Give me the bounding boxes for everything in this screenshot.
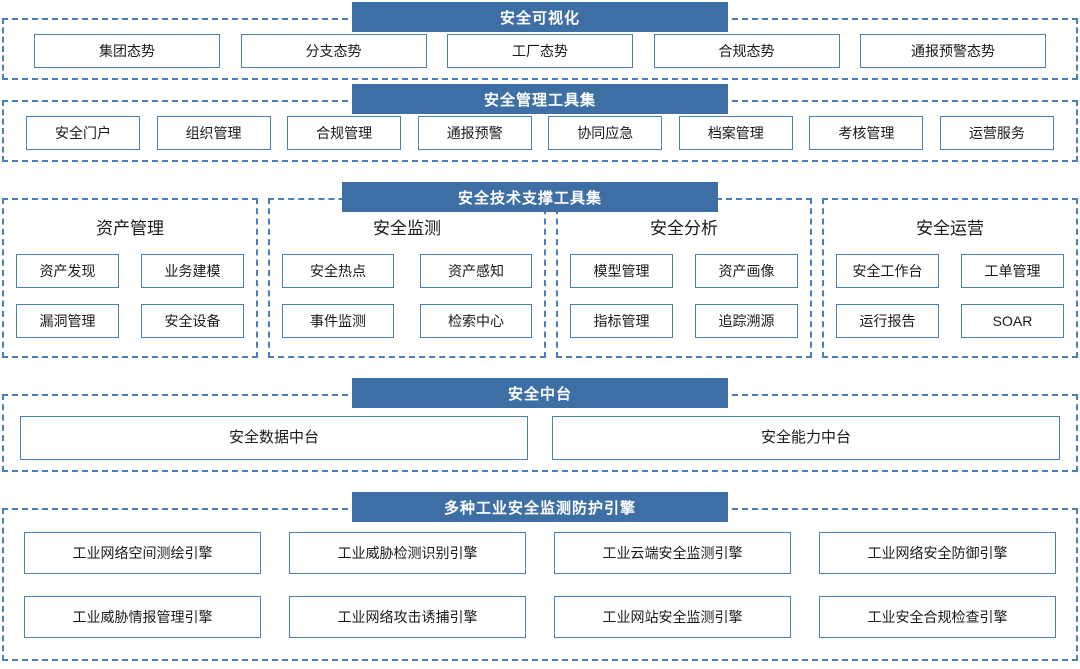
node-management-0[interactable]: 安全门户 [26,116,140,150]
node-middle-platform-1[interactable]: 安全能力中台 [552,416,1060,460]
node-monitor-2[interactable]: 事件监测 [282,304,394,338]
node-operation-0[interactable]: 安全工作台 [836,254,939,288]
node-asset-2[interactable]: 漏洞管理 [16,304,119,338]
node-visualization-4[interactable]: 通报预警态势 [860,34,1046,68]
section-banner-middle-platform: 安全中台 [352,378,728,408]
node-management-6[interactable]: 考核管理 [809,116,924,150]
node-management-1[interactable]: 组织管理 [156,116,271,150]
node-visualization-0[interactable]: 集团态势 [34,34,220,68]
node-analysis-1[interactable]: 资产画像 [695,254,798,288]
node-engine-4[interactable]: 工业威胁情报管理引擎 [24,596,261,638]
node-visualization-3[interactable]: 合规态势 [653,34,840,68]
node-grid-security-monitoring: 安全热点 资产感知 事件监测 检索中心 [282,254,532,338]
node-analysis-2[interactable]: 指标管理 [570,304,673,338]
node-engine-1[interactable]: 工业威胁检测识别引擎 [289,532,526,574]
node-operation-1[interactable]: 工单管理 [961,254,1064,288]
section-banner-technical-support: 安全技术支撑工具集 [342,182,718,212]
node-row-management: 安全门户 组织管理 合规管理 通报预警 协同应急 档案管理 考核管理 运营服务 [4,116,1076,150]
node-row-middle-platform: 安全数据中台 安全能力中台 [4,416,1076,460]
node-row-visualization: 集团态势 分支态势 工厂态势 合规态势 通报预警态势 [4,34,1076,68]
node-management-7[interactable]: 运营服务 [939,116,1054,150]
group-title-asset-management: 资产管理 [96,219,164,238]
node-middle-platform-0[interactable]: 安全数据中台 [20,416,528,460]
group-title-security-monitoring: 安全监测 [373,219,441,238]
node-asset-3[interactable]: 安全设备 [141,304,244,338]
node-operation-3[interactable]: SOAR [961,304,1064,338]
group-title-security-operation: 安全运营 [916,219,984,238]
section-banner-engines: 多种工业安全监测防护引擎 [352,492,728,522]
node-engine-3[interactable]: 工业网络安全防御引擎 [819,532,1056,574]
node-management-5[interactable]: 档案管理 [678,116,793,150]
node-visualization-2[interactable]: 工厂态势 [447,34,633,68]
group-asset-management: 资产管理 资产发现 业务建模 漏洞管理 安全设备 [2,198,258,358]
node-engine-2[interactable]: 工业云端安全监测引擎 [554,532,791,574]
group-title-security-analysis: 安全分析 [650,219,718,238]
section-visualization: 安全可视化 集团态势 分支态势 工厂态势 合规态势 通报预警态势 [2,2,1078,80]
node-visualization-1[interactable]: 分支态势 [240,34,427,68]
group-security-analysis: 安全分析 模型管理 资产画像 指标管理 追踪溯源 [556,198,812,358]
node-engine-0[interactable]: 工业网络空间测绘引擎 [24,532,261,574]
section-banner-management: 安全管理工具集 [352,84,728,114]
section-middle-platform: 安全中台 安全数据中台 安全能力中台 [2,378,1078,472]
node-analysis-3[interactable]: 追踪溯源 [695,304,798,338]
node-asset-1[interactable]: 业务建模 [141,254,244,288]
node-grid-security-operation: 安全工作台 工单管理 运行报告 SOAR [836,254,1064,338]
node-engine-5[interactable]: 工业网络攻击诱捕引擎 [289,596,526,638]
node-analysis-0[interactable]: 模型管理 [570,254,673,288]
section-engines: 多种工业安全监测防护引擎 工业网络空间测绘引擎 工业威胁检测识别引擎 工业云端安… [2,492,1078,661]
node-grid-asset-management: 资产发现 业务建模 漏洞管理 安全设备 [16,254,244,338]
node-monitor-3[interactable]: 检索中心 [420,304,532,338]
group-security-operation: 安全运营 安全工作台 工单管理 运行报告 SOAR [822,198,1078,358]
section-management: 安全管理工具集 安全门户 组织管理 合规管理 通报预警 协同应急 档案管理 考核… [2,84,1078,162]
group-security-monitoring: 安全监测 安全热点 资产感知 事件监测 检索中心 [268,198,546,358]
node-monitor-1[interactable]: 资产感知 [420,254,532,288]
node-engine-7[interactable]: 工业安全合规检查引擎 [819,596,1056,638]
node-management-3[interactable]: 通报预警 [417,116,532,150]
node-management-4[interactable]: 协同应急 [548,116,663,150]
node-monitor-0[interactable]: 安全热点 [282,254,394,288]
node-grid-security-analysis: 模型管理 资产画像 指标管理 追踪溯源 [570,254,798,338]
node-operation-2[interactable]: 运行报告 [836,304,939,338]
node-asset-0[interactable]: 资产发现 [16,254,119,288]
node-grid-engines: 工业网络空间测绘引擎 工业威胁检测识别引擎 工业云端安全监测引擎 工业网络安全防… [24,532,1056,638]
node-engine-6[interactable]: 工业网站安全监测引擎 [554,596,791,638]
section-banner-visualization: 安全可视化 [352,2,728,32]
node-management-2[interactable]: 合规管理 [287,116,402,150]
